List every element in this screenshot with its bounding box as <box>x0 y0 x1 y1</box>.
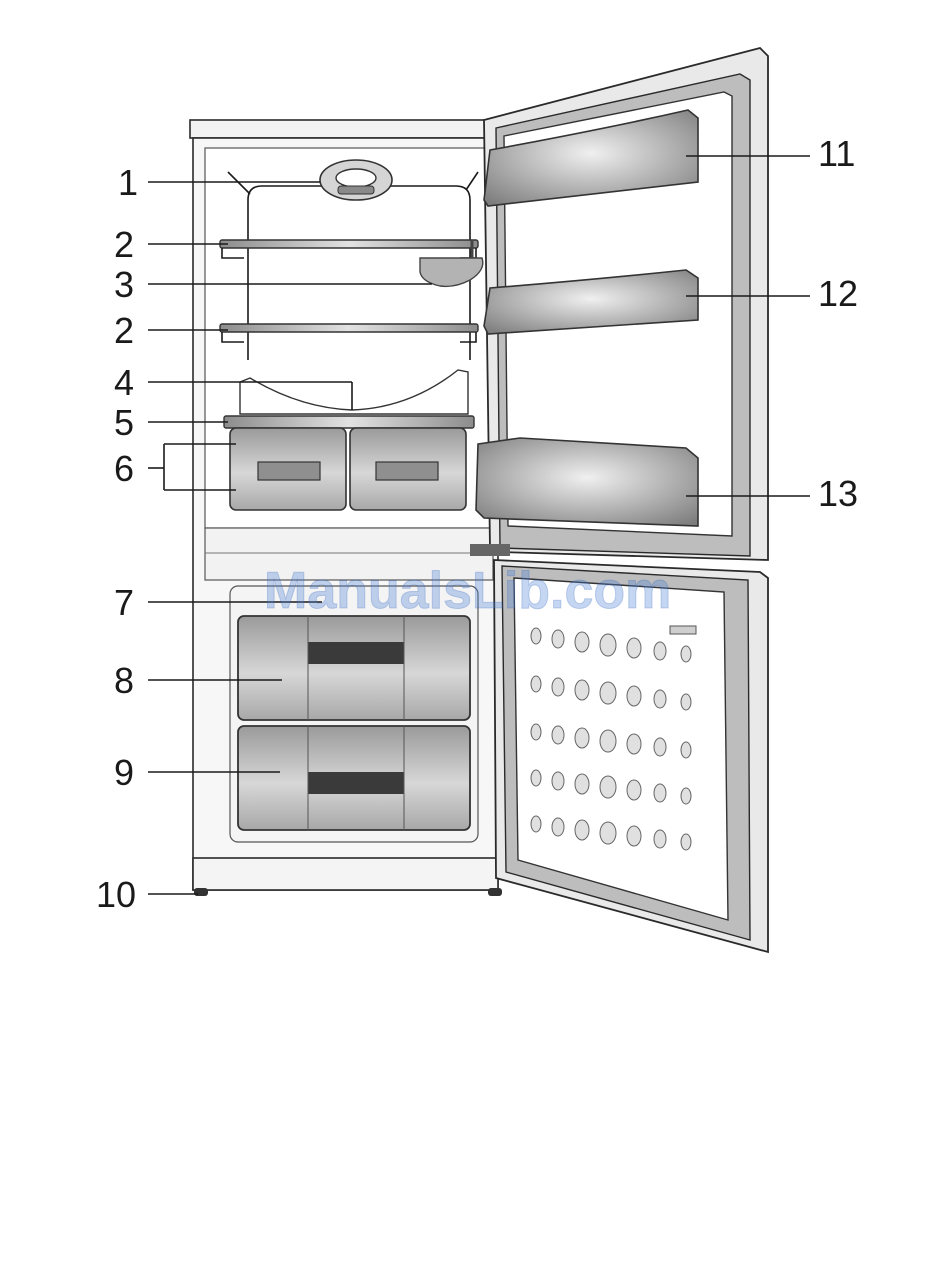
door-dimple <box>681 834 691 850</box>
door-dimple <box>654 784 666 802</box>
door-shelf-bottom <box>476 438 698 526</box>
door-dimple <box>654 830 666 848</box>
door-dimple <box>681 646 691 662</box>
door-dimple <box>531 724 541 740</box>
door-dimple <box>600 634 616 656</box>
door-dimple <box>600 730 616 752</box>
door-dimple <box>681 788 691 804</box>
callout-12: 12 <box>818 273 858 314</box>
door-dimple <box>575 820 589 840</box>
door-badge <box>670 626 696 634</box>
crisper-right <box>350 428 466 510</box>
freezer-drawer-upper <box>238 616 470 720</box>
door-dimple <box>575 728 589 748</box>
door-dimple <box>627 686 641 706</box>
callout-11: 11 <box>818 133 855 174</box>
door-dimple <box>575 774 589 794</box>
callout-5: 5 <box>114 402 134 443</box>
door-dimple <box>627 826 641 846</box>
door-dimple <box>681 742 691 758</box>
crisper-shelf <box>224 416 474 428</box>
callout-3: 3 <box>114 264 134 305</box>
door-dimple <box>552 772 564 790</box>
callout-4: 4 <box>114 362 134 403</box>
freezer-drawer-lower <box>238 726 470 830</box>
cabinet-top-panel <box>190 120 500 138</box>
door-dimple <box>552 678 564 696</box>
door-dimple <box>654 690 666 708</box>
callout-6: 6 <box>114 448 134 489</box>
thermostat-lamp-housing <box>320 160 392 200</box>
door-dimple <box>552 630 564 648</box>
callout-13: 13 <box>818 473 858 514</box>
callout-7: 7 <box>114 582 134 623</box>
crisper-left <box>230 428 346 510</box>
door-dimple <box>600 822 616 844</box>
door-dimple <box>627 734 641 754</box>
door-dimple <box>681 694 691 710</box>
door-dimple <box>531 676 541 692</box>
door-dimple <box>552 818 564 836</box>
door-dimple <box>654 738 666 756</box>
callout-1: 1 <box>118 162 138 203</box>
plinth <box>193 858 498 890</box>
door-dimple <box>575 632 589 652</box>
callout-2-upper: 2 <box>114 224 134 265</box>
door-dimple <box>552 726 564 744</box>
door-dimple <box>575 680 589 700</box>
callout-9: 9 <box>114 752 134 793</box>
door-dimple <box>531 816 541 832</box>
door-dimple <box>654 642 666 660</box>
hinge-light-switch <box>470 544 510 556</box>
callout-2-lower: 2 <box>114 310 134 351</box>
callout-10: 10 <box>96 874 136 915</box>
door-dimple <box>531 770 541 786</box>
adjustable-foot-right <box>488 888 502 896</box>
door-dimple <box>531 628 541 644</box>
door-dimple <box>627 638 641 658</box>
door-dimple <box>600 682 616 704</box>
door-dimple <box>627 780 641 800</box>
watermark-text: ManualsLib.com <box>264 562 671 620</box>
door-dimple <box>600 776 616 798</box>
callout-8: 8 <box>114 660 134 701</box>
